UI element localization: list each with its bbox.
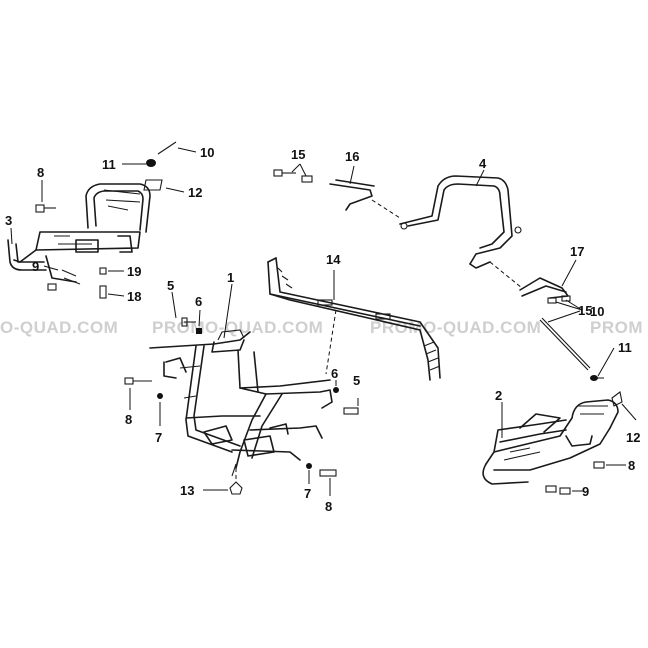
callout-5-right: 5: [353, 373, 360, 388]
nut-11-rear: [590, 375, 598, 381]
washer-7-right: [306, 463, 312, 469]
bolt-5-left: [181, 317, 188, 327]
antenna-rod-10-rear: [539, 319, 589, 371]
watermark-text-e: PROM: [590, 318, 643, 337]
bolt-15-top: [273, 169, 283, 177]
main-frame-part-1: [149, 329, 333, 477]
callout-17: 17: [570, 244, 584, 259]
callout-5-left: 5: [167, 278, 174, 293]
callout-8-rear: 8: [628, 458, 635, 473]
callout-19: 19: [127, 264, 141, 279]
callout-10-rear: 10: [590, 304, 604, 319]
front-rack-part-3: [7, 183, 151, 283]
bolt-9-b: [559, 487, 571, 495]
callout-1: 1: [227, 270, 234, 285]
callout-9-front: 9: [32, 259, 39, 274]
callout-15-right: 15: [578, 303, 592, 318]
callout-7-bottom: 7: [304, 486, 311, 501]
rear-bar-part-4: [399, 175, 522, 269]
leader-lines: [10, 147, 637, 496]
bolt-8-bottom: [319, 469, 337, 477]
callout-13: 13: [180, 483, 194, 498]
bolt-9-a: [545, 485, 557, 493]
watermark: O-QUAD.COM PROMO-QUAD.COM PROMO-QUAD.COM…: [0, 318, 643, 337]
bolt-15-right: [547, 297, 557, 304]
watermark-text-b: PROMO-QUAD.COM: [152, 318, 323, 337]
washer-19: [99, 267, 107, 275]
callout-12-rear: 12: [626, 430, 640, 445]
callout-14: 14: [326, 252, 341, 267]
callout-10-front: 10: [200, 145, 214, 160]
watermark-text-a: O-QUAD.COM: [0, 318, 118, 337]
antenna-rod-10-front: [157, 141, 177, 155]
bracket-12-rear: [611, 391, 623, 407]
callout-2: 2: [495, 388, 502, 403]
bolt-8-left: [124, 377, 134, 385]
rear-bar-hardware: [273, 169, 571, 304]
callout-8-top-left: 8: [37, 165, 44, 180]
callout-3: 3: [5, 213, 12, 228]
front-rack-hardware: [35, 141, 177, 299]
callout-7-left: 7: [155, 430, 162, 445]
bolt-8-rear: [593, 461, 605, 469]
callout-4: 4: [479, 156, 487, 171]
callout-9-rear: 9: [582, 484, 589, 499]
frame-hardware: [124, 317, 359, 495]
bolt-18: [99, 285, 107, 299]
callout-18: 18: [127, 289, 141, 304]
callout-8-left: 8: [125, 412, 132, 427]
bolt-5-right: [343, 407, 359, 415]
bolt-8-top-left: [35, 204, 45, 213]
bracket-part-17: [489, 261, 569, 299]
callout-11-front: 11: [102, 157, 116, 172]
washer-7-left: [157, 393, 163, 399]
callout-11-rear: 11: [618, 340, 632, 355]
nut-11-front: [146, 159, 156, 167]
callout-6-right: 6: [331, 366, 338, 381]
nut-6-right: [333, 387, 339, 393]
callout-16: 16: [345, 149, 359, 164]
watermark-text-c: PROMO-QUAD.COM: [370, 318, 541, 337]
callout-12-front: 12: [188, 185, 202, 200]
callout-15-top: 15: [291, 147, 305, 162]
bracket-12-front: [143, 179, 163, 191]
skid-plate-part-14: [267, 257, 441, 381]
rear-rack-hardware: [539, 317, 623, 495]
nut-6-left: [196, 328, 202, 334]
callout-8-bottom: 8: [325, 499, 332, 514]
callout-labels: 11 10 12 8 3 9 19 18 1 5 6 8 7 6 5 13 7 …: [5, 145, 640, 514]
callout-6-left: 6: [195, 294, 202, 309]
bracket-part-16: [329, 179, 401, 219]
rear-rack-part-2: [482, 399, 619, 485]
bolt-13: [229, 481, 243, 495]
